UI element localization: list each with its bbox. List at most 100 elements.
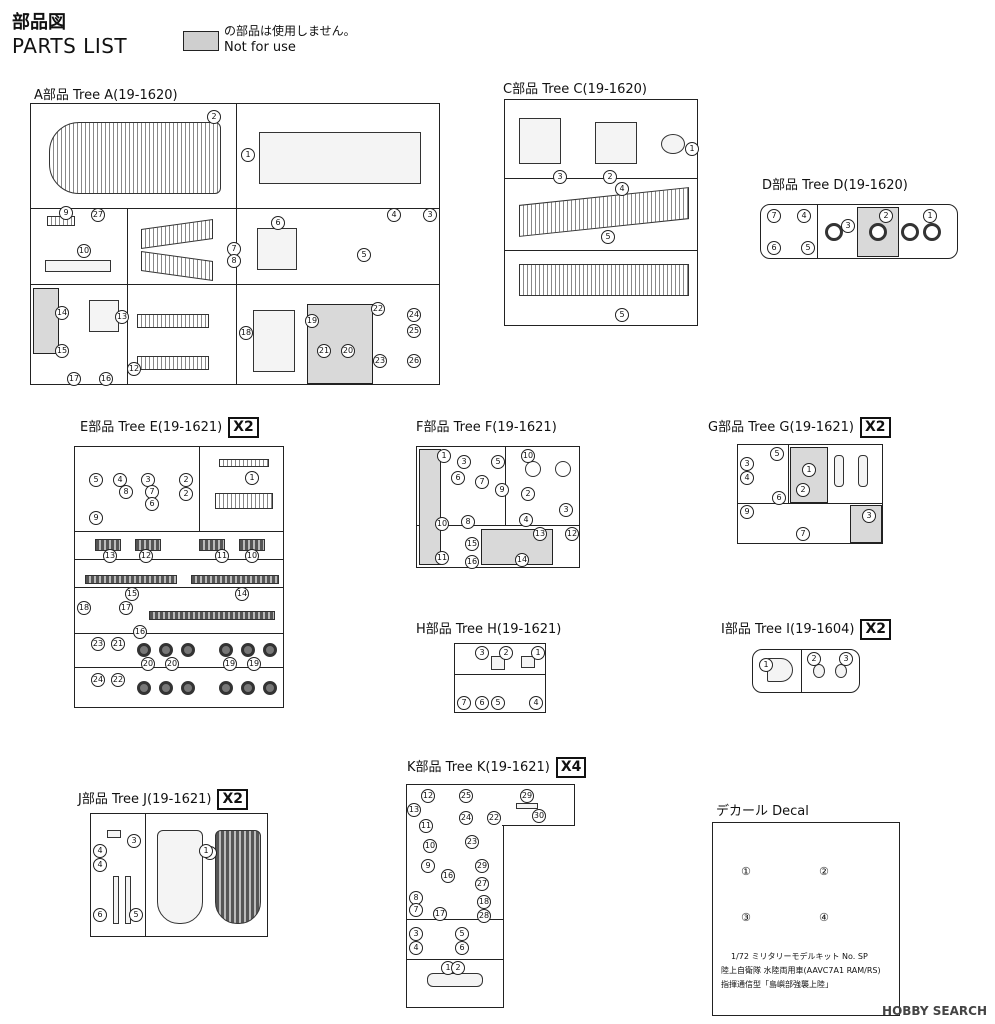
part-number-callout: 6 — [767, 241, 781, 255]
page-title-en: PARTS LIST — [12, 34, 128, 58]
legend-text-en: Not for use — [224, 40, 296, 55]
road-wheel-part — [219, 643, 233, 657]
sprue-runner — [407, 919, 503, 920]
part-number-callout: 23 — [465, 835, 479, 849]
part-e16 — [149, 611, 275, 620]
part-number-callout: 3 — [862, 509, 876, 523]
sprue-runner — [817, 205, 818, 258]
part-number-callout: 1 — [241, 148, 255, 162]
part-number-callout: 5 — [491, 696, 505, 710]
part-number-callout: 8 — [119, 485, 133, 499]
part-number-callout: 20 — [141, 657, 155, 671]
part-number-callout: 2 — [807, 652, 821, 666]
part-number-callout: 1 — [759, 658, 773, 672]
sprue-runner — [801, 650, 802, 692]
part-number-callout: 6 — [451, 471, 465, 485]
part-number-callout: 2 — [603, 170, 617, 184]
sprue-runner — [75, 531, 283, 532]
part-number-callout: 24 — [459, 811, 473, 825]
sprue-runner — [31, 208, 439, 209]
part-number-callout: 5 — [770, 447, 784, 461]
tree-k-extension: 29 30 — [502, 784, 575, 826]
part-number-callout: 16 — [99, 372, 113, 386]
part-number-callout: 5 — [801, 241, 815, 255]
part-number-callout: 13 — [103, 549, 117, 563]
part-c2 — [595, 122, 637, 164]
part-a8 — [141, 250, 213, 282]
part-a12 — [137, 356, 209, 370]
part-number-callout: 5 — [601, 230, 615, 244]
part-number-callout: 6 — [93, 908, 107, 922]
part-number-callout: 3 — [553, 170, 567, 184]
sprue-runner — [127, 208, 128, 384]
part-number-callout: 8 — [461, 515, 475, 529]
tree-a-unused-left — [33, 288, 59, 354]
part-number-callout: 3 — [841, 219, 855, 233]
tree-j-label: J部品 Tree J(19-1621)X2 — [78, 788, 249, 810]
decal-2: ② — [819, 865, 829, 878]
part-e1-upper — [219, 459, 269, 467]
part-number-callout: 7 — [457, 696, 471, 710]
decal-kit-subtitle: 指揮通信型「島嶼部強襲上陸」 — [721, 980, 833, 989]
part-number-callout: 23 — [373, 354, 387, 368]
part-number-callout: 4 — [409, 941, 423, 955]
road-wheel-part — [901, 223, 919, 241]
part-number-callout: 8 — [409, 891, 423, 905]
sprue-runner — [199, 447, 200, 531]
part-number-callout: 1 — [531, 646, 545, 660]
part-j5 — [125, 876, 131, 924]
part-j6 — [113, 876, 119, 924]
part-number-callout: 9 — [421, 859, 435, 873]
part-j3 — [107, 830, 121, 838]
part-number-callout: 9 — [59, 206, 73, 220]
part-number-callout: 3 — [839, 652, 853, 666]
part-number-callout: 5 — [615, 308, 629, 322]
part-number-callout: 12 — [421, 789, 435, 803]
tree-j-frame: 3 4 4 2 1 6 5 — [90, 813, 268, 937]
part-number-callout: 10 — [245, 549, 259, 563]
part-number-callout: 14 — [515, 553, 529, 567]
part-number-callout: 3 — [127, 834, 141, 848]
part-number-callout: 17 — [433, 907, 447, 921]
part-number-callout: 27 — [475, 877, 489, 891]
part-a13 — [137, 314, 209, 328]
sprue-runner — [31, 284, 439, 285]
tree-i-frame: 1 2 3 — [752, 649, 860, 693]
part-number-callout: 21 — [317, 344, 331, 358]
road-wheel-part — [923, 223, 941, 241]
part-number-callout: 4 — [740, 471, 754, 485]
decal-3: ③ — [741, 911, 751, 924]
part-number-callout: 6 — [475, 696, 489, 710]
part-number-callout: 3 — [409, 927, 423, 941]
part-number-callout: 4 — [519, 513, 533, 527]
tree-e-frame: 5 4 3 2 8 7 2 9 6 1 13 12 11 10 15 14 18… — [74, 446, 284, 708]
part-number-callout: 15 — [125, 587, 139, 601]
road-wheel-part — [137, 681, 151, 695]
part-number-callout: 2 — [521, 487, 535, 501]
road-wheel-part — [241, 643, 255, 657]
road-wheel-part — [241, 681, 255, 695]
part-number-callout: 18 — [239, 326, 253, 340]
tree-g-quantity-badge: X2 — [859, 417, 891, 438]
part-number-callout: 1 — [245, 471, 259, 485]
part-number-callout: 22 — [487, 811, 501, 825]
tree-e-label: E部品 Tree E(19-1621)X2 — [80, 416, 259, 438]
part-number-callout: 11 — [215, 549, 229, 563]
sprue-runner — [455, 674, 545, 675]
hull-top-part — [49, 122, 221, 194]
part-number-callout: 13 — [115, 310, 129, 324]
part-number-callout: 2 — [179, 487, 193, 501]
part-number-callout: 14 — [235, 587, 249, 601]
part-k1 — [427, 973, 483, 987]
part-number-callout: 1 — [437, 449, 451, 463]
tree-k-label: K部品 Tree K(19-1621)X4 — [407, 756, 587, 778]
part-number-callout: 22 — [371, 302, 385, 316]
tree-k-quantity-badge: X4 — [555, 757, 587, 778]
part-number-callout: 10 — [423, 839, 437, 853]
road-wheel-part — [181, 643, 195, 657]
part-e11-a — [199, 539, 225, 551]
part-a6 — [257, 228, 297, 270]
part-number-callout: 7 — [767, 209, 781, 223]
part-number-callout: 10 — [77, 244, 91, 258]
tree-c-label: C部品 Tree C(19-1620) — [503, 82, 647, 97]
